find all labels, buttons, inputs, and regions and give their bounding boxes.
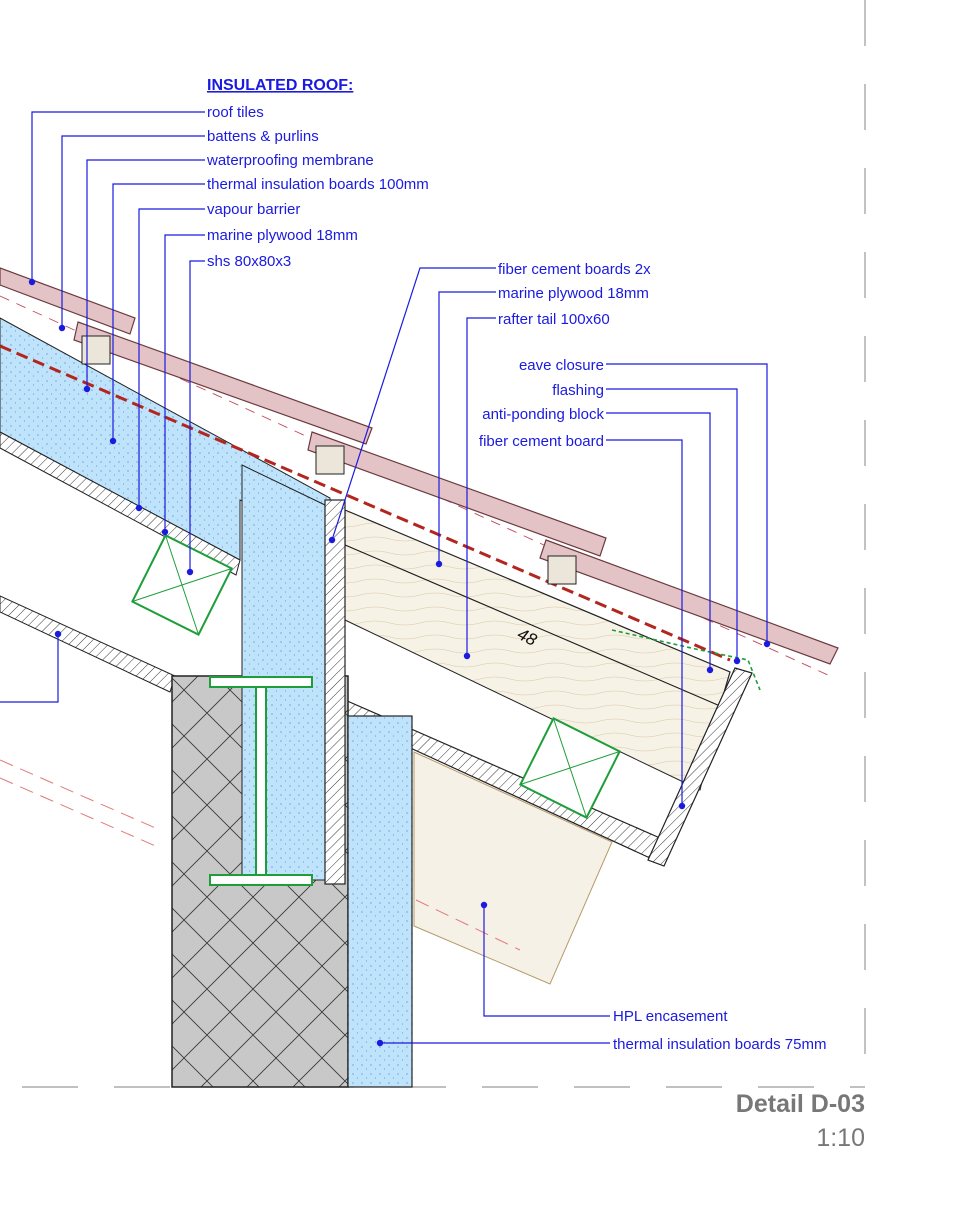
- batten: [547, 555, 577, 585]
- label-fiber-cement-board: fiber cement board: [479, 433, 604, 450]
- wall-insulation-upper: [241, 464, 326, 881]
- label-fiber-cement-boards-2x: fiber cement boards 2x: [498, 261, 651, 278]
- label-rafter-tail: rafter tail 100x60: [498, 311, 610, 328]
- roof-plywood: [0, 431, 241, 576]
- eave-annotations-left: fiber cement boards 2x marine plywood 18…: [328, 261, 651, 660]
- left-edge-annotation: [0, 630, 62, 703]
- fascia-board: [647, 667, 753, 867]
- waterproof-membrane: [0, 344, 731, 662]
- label-eave-closure: eave closure: [519, 357, 604, 374]
- label-anti-ponding-block: anti-ponding block: [482, 406, 604, 423]
- eave-annotations-right: eave closure flashing anti-ponding block…: [479, 357, 771, 810]
- label-waterproofing-membrane: waterproofing membrane: [206, 152, 374, 169]
- label-thermal-insulation-75: thermal insulation boards 75mm: [613, 1036, 826, 1053]
- insulated-roof-heading: INSULATED ROOF:: [207, 77, 353, 94]
- wall-insulation-75mm: [347, 715, 413, 1088]
- label-thermal-insulation-100: thermal insulation boards 100mm: [207, 176, 429, 193]
- hidden-lines: [0, 759, 521, 951]
- bottom-annotations: HPL encasement thermal insulation boards…: [376, 901, 826, 1053]
- steel-i-beam: [209, 676, 313, 886]
- label-vapour-barrier: vapour barrier: [207, 201, 300, 218]
- label-marine-plywood-eave: marine plywood 18mm: [498, 285, 649, 302]
- ceiling-lining: [0, 595, 176, 693]
- label-marine-plywood-roof: marine plywood 18mm: [207, 227, 358, 244]
- wall-cladding-board: [324, 499, 346, 885]
- roof-tile: [0, 267, 136, 335]
- shs-sections: [131, 534, 621, 819]
- batten: [81, 335, 111, 365]
- roof-annotations: roof tiles battens & purlins waterproofi…: [28, 104, 429, 576]
- beam-top-flange: [209, 676, 313, 688]
- roof-tile: [539, 539, 839, 665]
- detail-title: Detail D-03: [735, 1090, 865, 1118]
- label-roof-tiles: roof tiles: [207, 104, 264, 121]
- eave-flashing: [611, 629, 761, 691]
- roof-tile: [307, 431, 607, 557]
- label-flashing: flashing: [552, 382, 604, 399]
- hpl-encasement: [413, 751, 613, 985]
- detail-scale: 1:10: [816, 1124, 865, 1152]
- beam-web: [255, 686, 267, 876]
- label-hpl-encasement: HPL encasement: [613, 1008, 728, 1025]
- label-shs-80x80x3: shs 80x80x3: [207, 253, 291, 270]
- batten: [315, 445, 345, 475]
- beam-bottom-flange: [209, 874, 313, 886]
- roof-tile: [73, 321, 373, 445]
- label-battens-purlins: battens & purlins: [207, 128, 319, 145]
